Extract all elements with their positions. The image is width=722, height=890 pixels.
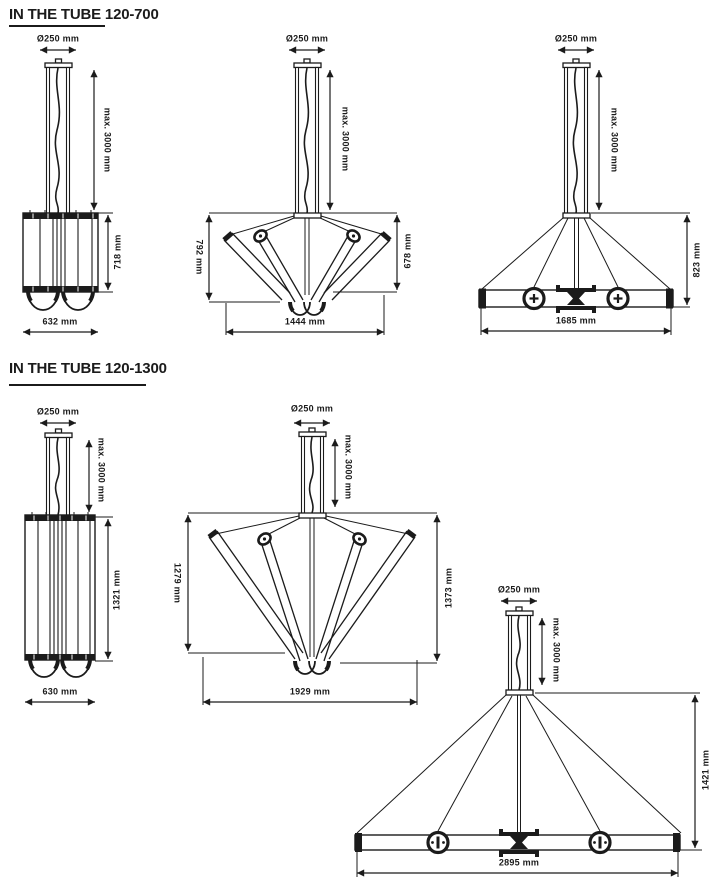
figure-tube700-front-drawing <box>22 46 113 336</box>
width-label-632: 632 mm <box>42 316 78 327</box>
section-title-120-1300: IN THE TUBE 120-1300 <box>9 360 167 377</box>
height-left-label-1279: 1279 mm <box>172 562 183 604</box>
figure-tube1300-flat-drawing <box>354 597 702 877</box>
section-underline-120-1300 <box>9 384 146 386</box>
height-label-823: 823 mm <box>691 242 702 278</box>
width-label-1685: 1685 mm <box>555 315 597 326</box>
width-label-1444: 1444 mm <box>284 316 326 327</box>
width-label-1929: 1929 mm <box>289 686 331 697</box>
figure-tube1300-open-drawing <box>184 419 441 706</box>
width-label-2895: 2895 mm <box>498 857 540 868</box>
suspension-max-label: max. 3000 mm <box>340 106 351 172</box>
canopy-diameter-label: Ø250 mm <box>36 406 80 417</box>
canopy-diameter-label: Ø250 mm <box>554 33 598 44</box>
height-right-label-1373: 1373 mm <box>443 567 454 609</box>
canopy-diameter-label: Ø250 mm <box>285 33 329 44</box>
suspension-max-label: max. 3000 mm <box>609 107 620 173</box>
figure-tube1300-front-drawing <box>24 419 113 706</box>
canopy-diameter-label: Ø250 mm <box>497 584 541 595</box>
height-label-718: 718 mm <box>112 234 123 270</box>
figure-tube700-open-drawing <box>205 46 401 336</box>
width-label-630: 630 mm <box>42 686 78 697</box>
height-label-1421: 1421 mm <box>700 749 711 791</box>
section-underline-120-700 <box>9 25 105 27</box>
height-label-1321: 1321 mm <box>111 569 122 611</box>
height-left-label-792: 792 mm <box>194 239 205 275</box>
suspension-max-label: max. 3000 mm <box>96 437 107 503</box>
section-title-120-700: IN THE TUBE 120-700 <box>9 6 159 23</box>
canopy-diameter-label: Ø250 mm <box>290 403 334 414</box>
suspension-max-label: max. 3000 mm <box>343 434 354 500</box>
suspension-max-label: max. 3000 mm <box>102 107 113 173</box>
figure-tube700-flat-drawing <box>478 46 691 335</box>
height-right-label-678: 678 mm <box>402 233 413 269</box>
canopy-diameter-label: Ø250 mm <box>36 33 80 44</box>
suspension-max-label: max. 3000 mm <box>551 617 562 683</box>
